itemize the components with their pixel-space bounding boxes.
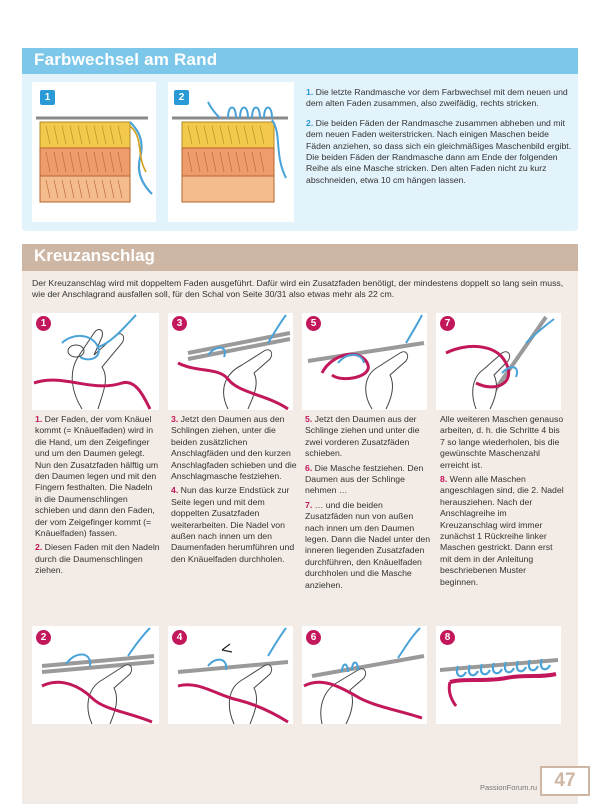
step-text: Jetzt den Daumen aus den Schlingen ziehe… bbox=[171, 414, 297, 482]
step-number: 2. bbox=[306, 117, 314, 128]
section-title: Kreuzanschlag bbox=[34, 246, 155, 265]
hand-illustration bbox=[32, 313, 159, 410]
hand-illustration bbox=[302, 626, 427, 725]
instruction-column: 5. Jetzt den Daumen aus der Schlinge zie… bbox=[305, 414, 431, 594]
step-text: Die Masche festziehen. Den Daumen aus de… bbox=[305, 462, 424, 496]
step-text: Diesen Faden mit den Nadeln durch die Da… bbox=[35, 542, 160, 576]
section-header: Kreuzanschlag bbox=[22, 244, 578, 271]
figure-number-badge: 4 bbox=[172, 630, 187, 645]
figure-number-badge: 1 bbox=[40, 90, 55, 105]
hand-illustration bbox=[302, 313, 427, 410]
intro-text: Der Kreuzanschlag wird mit doppeltem Fad… bbox=[32, 278, 564, 300]
step-text: Wenn alle Maschen angeschlagen sind, die… bbox=[440, 474, 564, 587]
figure-number-badge: 3 bbox=[172, 316, 187, 331]
step-text: Jetzt den Daumen aus der Schlinge ziehen… bbox=[305, 414, 420, 459]
step-number: 2. bbox=[35, 542, 43, 553]
section-header: Farbwechsel am Rand bbox=[22, 48, 578, 74]
step-number: 1. bbox=[35, 414, 43, 424]
hand-illustration bbox=[168, 626, 293, 725]
knitting-illustration bbox=[168, 82, 294, 222]
step-text: … und die beiden Zusatzfäden nun von auß… bbox=[305, 499, 431, 590]
figure-number-badge: 1 bbox=[36, 316, 51, 331]
figure-number-badge: 5 bbox=[306, 316, 321, 331]
hand-illustration bbox=[436, 313, 561, 410]
color-change-section: Farbwechsel am Rand 1 bbox=[22, 48, 578, 231]
step-number: 4. bbox=[171, 485, 179, 496]
step-number: 8. bbox=[440, 474, 448, 485]
figure-number-badge: 7 bbox=[440, 316, 455, 331]
figure-number-badge: 2 bbox=[36, 630, 51, 645]
knitting-illustration bbox=[32, 82, 156, 222]
needle-illustration bbox=[436, 626, 561, 724]
watermark-text: PassionForum.ru bbox=[480, 783, 538, 792]
instruction-column: Alle weiteren Maschen genauso arbeiten, … bbox=[440, 414, 566, 591]
figure-number-badge: 8 bbox=[440, 630, 455, 645]
step-text: Die letzte Randmasche vor dem Farbwechse… bbox=[306, 87, 568, 109]
step-number: 5. bbox=[305, 414, 313, 424]
instructions-text: 1. Die letzte Randmasche vor dem Farbwec… bbox=[306, 87, 572, 194]
step-number: 7. bbox=[305, 499, 313, 510]
figure-number-badge: 2 bbox=[174, 90, 189, 105]
step-text: Die beiden Fäden der Randmasche zusammen… bbox=[306, 117, 572, 185]
hand-illustration bbox=[168, 313, 293, 411]
section-title: Farbwechsel am Rand bbox=[34, 50, 218, 69]
step-number: 3. bbox=[171, 414, 179, 424]
page-number: 47 bbox=[540, 766, 590, 796]
hand-illustration bbox=[32, 626, 159, 725]
step-text: Nun das kurze Endstück zur Seite legen u… bbox=[171, 485, 295, 564]
step-text: Alle weiteren Maschen genauso arbeiten, … bbox=[440, 414, 564, 470]
step-number: 1. bbox=[306, 87, 314, 97]
instruction-column: 3. Jetzt den Daumen aus den Schlingen zi… bbox=[171, 414, 297, 568]
instruction-column: 1. Der Faden, der vom Knäuel kommt (= Kn… bbox=[35, 414, 161, 580]
step-number: 6. bbox=[305, 462, 313, 473]
figure-number-badge: 6 bbox=[306, 630, 321, 645]
step-text: Der Faden, der vom Knäuel kommt (= Knäue… bbox=[35, 414, 159, 539]
